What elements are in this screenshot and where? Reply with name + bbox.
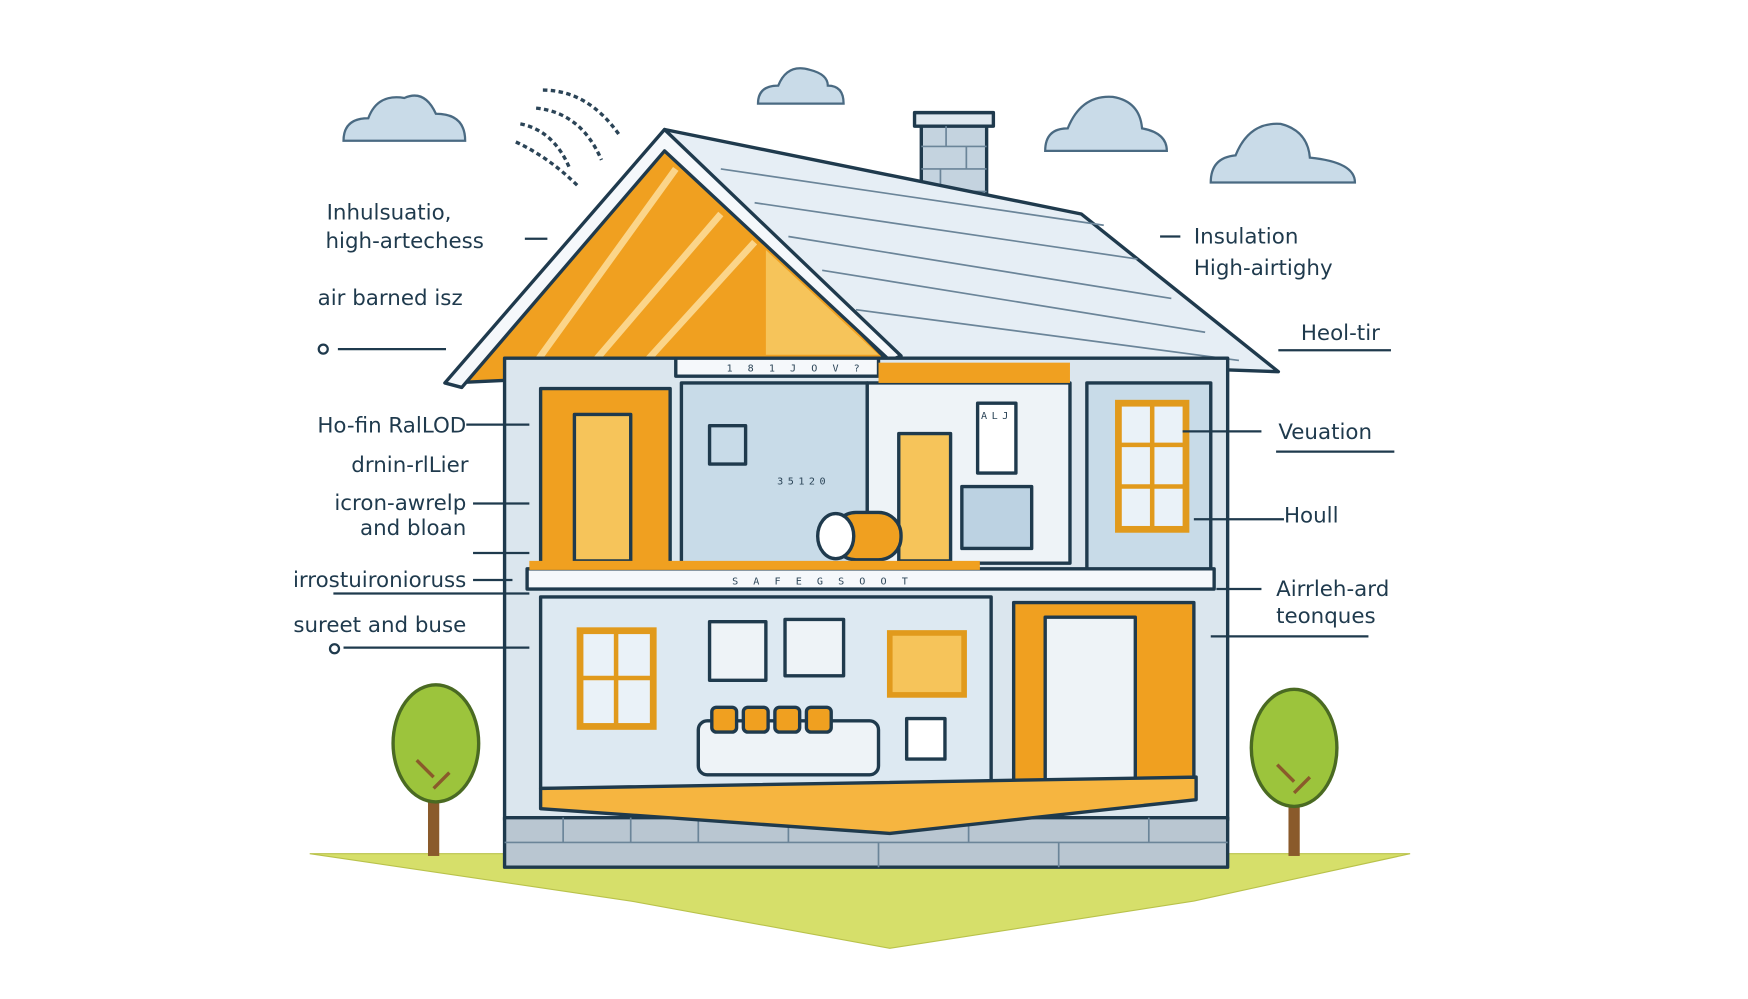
clouds (342, 67, 1357, 184)
label-teonques: teonques (1276, 604, 1376, 629)
cloud-icon (1044, 95, 1168, 153)
floor-boards (538, 775, 1198, 836)
label-veuation: Veuation (1278, 420, 1372, 445)
lower-beam-text: S A F E G S O O T (732, 577, 912, 588)
label-houll: Houll (1284, 504, 1339, 529)
sofa (696, 705, 881, 777)
tree-right (1249, 687, 1339, 856)
tree-left (391, 683, 481, 856)
label-drain: drnin-rlLier (351, 453, 468, 478)
label-hoffin: Ho-fin RalLOD (317, 413, 466, 438)
label-icron: icron-awrelp (334, 491, 466, 516)
label-high-airtight: High-airtighy (1194, 256, 1333, 281)
picture-frame (707, 620, 768, 682)
cloud-icon (756, 67, 845, 105)
label-insulation-left: Inhulsuatio, (327, 201, 452, 226)
label-irrost: irrostuironioruss (293, 568, 466, 593)
label-air-barrier: air barned isz (318, 286, 463, 311)
fireplace-picture (886, 630, 967, 698)
label-and-bloan: and bloan (360, 516, 466, 541)
label-heol-tir: Heol-tir (1301, 321, 1380, 346)
cloud-icon (1209, 122, 1357, 184)
board-number: 35120 (777, 476, 830, 487)
label-high-artechess: high-artechess (325, 229, 483, 254)
label-insulation-right: Insulation (1194, 224, 1299, 249)
door-upper (572, 412, 633, 563)
door-upper-right (897, 431, 953, 563)
label-airtight: Airrleh-ard (1276, 577, 1389, 602)
leader-lines (317, 235, 1395, 655)
panel-sign-text: ALJ (981, 411, 1013, 422)
label-sureet: sureet and buse (293, 613, 466, 638)
picture-frame (783, 617, 846, 678)
control-panel (975, 401, 1018, 475)
window-tv (960, 484, 1034, 551)
cloud-icon (342, 94, 467, 142)
upper-beam-text: 1 8 1 J O V ? (726, 364, 864, 375)
wind-lines (515, 88, 621, 189)
vent-grille (904, 716, 947, 761)
